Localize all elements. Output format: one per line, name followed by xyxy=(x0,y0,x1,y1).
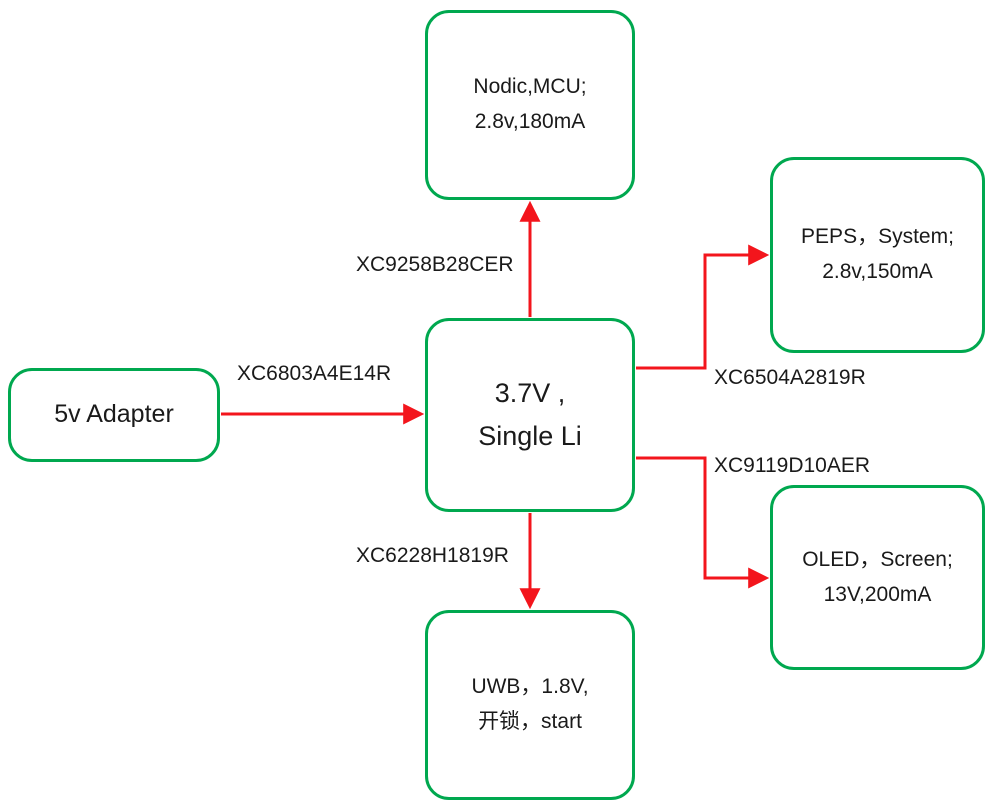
node-battery-single-li: 3.7V , Single Li xyxy=(425,318,635,512)
node-5v-adapter: 5v Adapter xyxy=(8,368,220,462)
arrow-battery-to-oled xyxy=(636,456,770,589)
node-peps-system: PEPS，System; 2.8v,150mA xyxy=(770,157,985,353)
edge-label-battery-to-peps: XC6504A2819R xyxy=(714,366,866,389)
edge-label-adapter-to-battery: XC6803A4E14R xyxy=(237,362,392,385)
edge-label-battery-to-mcu: XC9258B28CER xyxy=(356,253,514,276)
node-oled-screen: OLED，Screen; 13V,200mA xyxy=(770,485,985,670)
node-uwb-unlock: UWB，1.8V, 开锁，start xyxy=(425,610,635,800)
node-nordic-mcu: Nodic,MCU; 2.8v,180mA xyxy=(425,10,635,200)
edge-label-battery-to-oled: XC9119D10AER xyxy=(714,454,871,477)
edge-label-battery-to-uwb: XC6228H1819R xyxy=(356,544,509,567)
arrow-battery-to-peps xyxy=(636,244,770,370)
